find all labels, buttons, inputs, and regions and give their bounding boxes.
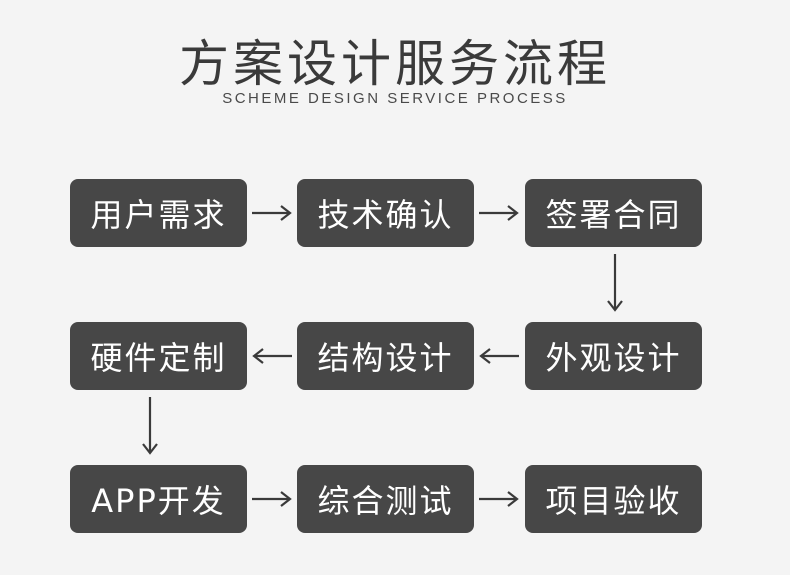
diagram-title: 方案设计服务流程 (179, 35, 611, 93)
step-technical-confirmation: 技术确认 (297, 179, 474, 247)
arrow-right-icon (479, 491, 519, 507)
step-user-requirements: 用户需求 (70, 179, 247, 247)
step-hardware-customization: 硬件定制 (70, 322, 247, 390)
arrow-down-icon (607, 254, 623, 312)
arrow-left-icon (252, 348, 292, 364)
arrow-down-icon (142, 397, 158, 455)
diagram-subtitle: SCHEME DESIGN SERVICE PROCESS (222, 90, 568, 107)
arrow-right-icon (479, 205, 519, 221)
arrow-right-icon (252, 205, 292, 221)
step-appearance-design: 外观设计 (525, 322, 702, 390)
step-sign-contract: 签署合同 (525, 179, 702, 247)
arrow-left-icon (479, 348, 519, 364)
step-integrated-testing: 综合测试 (297, 465, 474, 533)
step-app-development: APP开发 (70, 465, 247, 533)
step-structural-design: 结构设计 (297, 322, 474, 390)
arrow-right-icon (252, 491, 292, 507)
step-project-acceptance: 项目验收 (525, 465, 702, 533)
